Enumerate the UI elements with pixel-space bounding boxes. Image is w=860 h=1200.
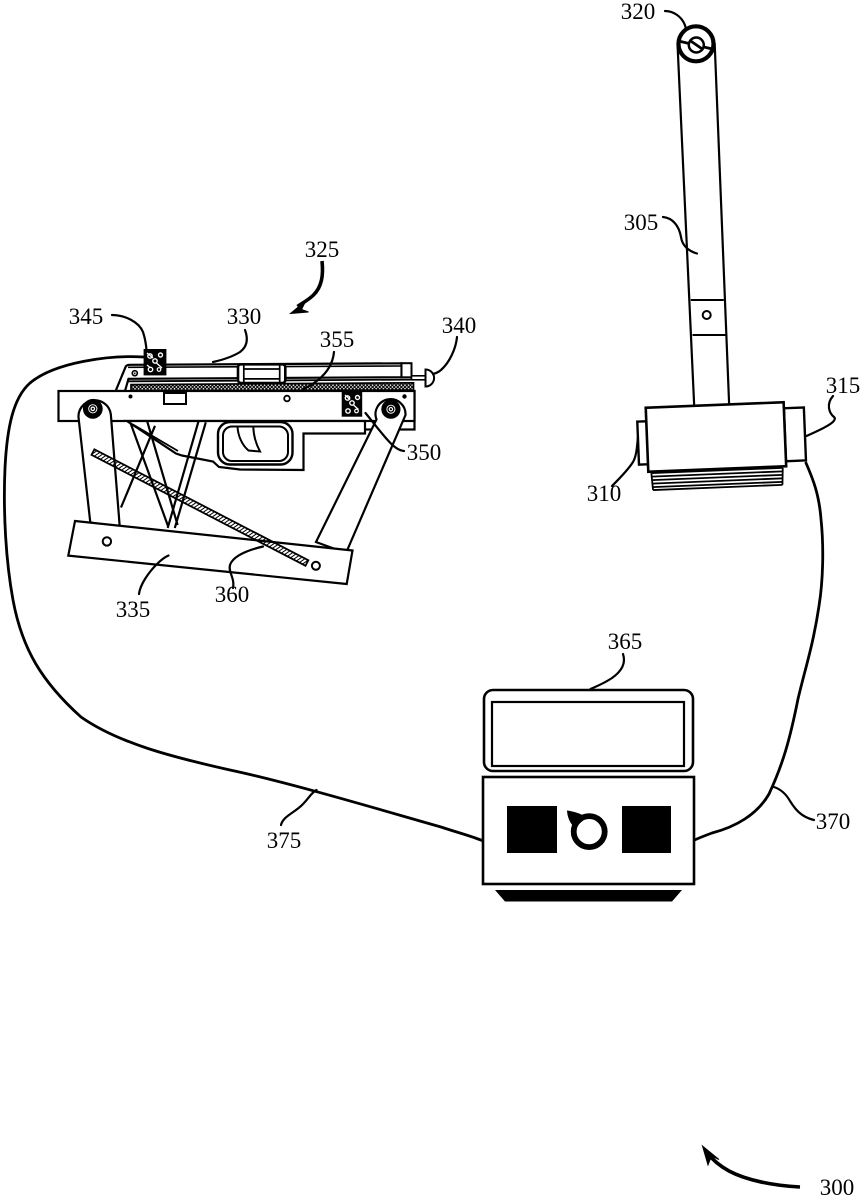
svg-text:370: 370 bbox=[816, 809, 851, 834]
svg-text:355: 355 bbox=[320, 327, 355, 352]
svg-text:305: 305 bbox=[624, 210, 659, 235]
svg-text:320: 320 bbox=[621, 0, 656, 24]
svg-text:310: 310 bbox=[587, 481, 622, 506]
svg-text:330: 330 bbox=[227, 304, 262, 329]
svg-text:345: 345 bbox=[69, 304, 104, 329]
svg-text:350: 350 bbox=[407, 440, 442, 465]
svg-text:375: 375 bbox=[267, 828, 302, 853]
svg-text:315: 315 bbox=[826, 373, 860, 398]
svg-text:340: 340 bbox=[442, 313, 477, 338]
svg-text:325: 325 bbox=[305, 237, 340, 262]
svg-text:335: 335 bbox=[116, 597, 151, 622]
svg-text:300: 300 bbox=[820, 1175, 855, 1200]
svg-text:365: 365 bbox=[608, 629, 643, 654]
svg-text:360: 360 bbox=[215, 582, 250, 607]
